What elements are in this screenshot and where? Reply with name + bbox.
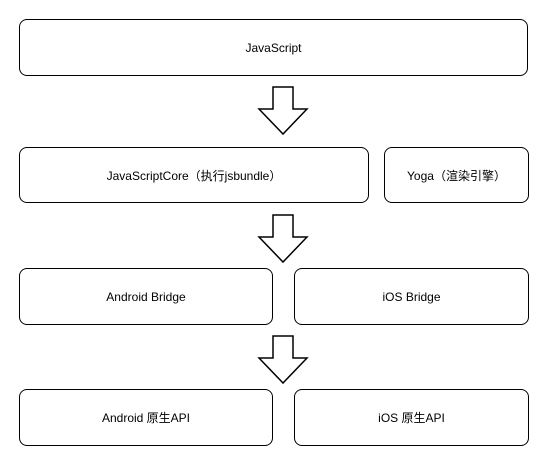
android-bridge-box: Android Bridge	[19, 268, 273, 325]
down-arrow-icon	[257, 214, 309, 264]
android-native-api-box: Android 原生API	[19, 389, 273, 446]
ios-native-api-box: iOS 原生API	[294, 389, 529, 446]
yoga-box: Yoga（渲染引擎）	[384, 147, 529, 203]
android-native-api-label: Android 原生API	[101, 411, 191, 425]
down-arrow-icon	[257, 86, 309, 136]
ios-native-api-label: iOS 原生API	[378, 411, 445, 425]
ios-bridge-box: iOS Bridge	[294, 268, 529, 325]
android-bridge-label: Android Bridge	[106, 289, 186, 304]
javascript-label: JavaScript	[245, 40, 302, 55]
javascriptcore-label: JavaScriptCore（执行jsbundle）	[106, 168, 282, 183]
down-arrow-icon	[257, 335, 309, 385]
javascriptcore-box: JavaScriptCore（执行jsbundle）	[19, 147, 369, 203]
ios-bridge-label: iOS Bridge	[382, 289, 441, 304]
yoga-label: Yoga（渲染引擎）	[407, 168, 506, 183]
javascript-box: JavaScript	[19, 19, 528, 76]
